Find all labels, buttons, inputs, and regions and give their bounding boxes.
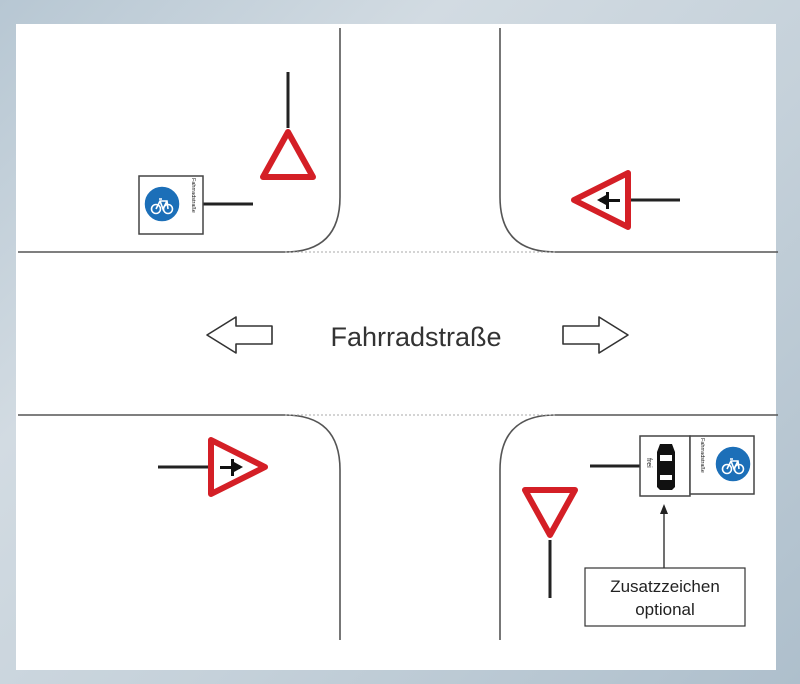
- car-icon: [657, 444, 675, 490]
- bicycle-road-sign-text: Fahrradstraße: [699, 438, 705, 473]
- yield-sign-icon: [260, 129, 316, 180]
- corner-bottom-left: [18, 414, 341, 640]
- road-edges: [18, 28, 778, 640]
- bicycle-road-sign: Fahrradstraße: [138, 175, 204, 235]
- callout-box: Zusatzzeichen optional: [584, 567, 746, 627]
- corner-top-left: [18, 28, 341, 253]
- priority-road-symbol-icon: [220, 459, 243, 476]
- bicycle-icon: [721, 458, 745, 475]
- bottom-right-signs: frei Fahrradstraße Zusatzzeichen optiona…: [522, 435, 755, 627]
- callout-arrow-icon: [660, 504, 668, 514]
- corner-bottom-right: [499, 414, 778, 640]
- yield-sign-icon: [522, 487, 578, 538]
- bicycle-icon: [150, 198, 174, 215]
- top-left-signs: Fahrradstraße: [138, 72, 316, 235]
- corner-top-right: [499, 28, 778, 253]
- priority-road-symbol-icon: [597, 192, 620, 209]
- top-right-signs: [571, 170, 680, 230]
- arrow-right-icon: [562, 316, 629, 354]
- callout-line2: optional: [635, 600, 695, 619]
- street-label: Fahrradstraße: [330, 322, 501, 352]
- bicycle-road-sign-text: Fahrradstraße: [190, 178, 196, 213]
- supplementary-sign-car-frei: frei: [639, 435, 691, 497]
- bottom-left-signs: [158, 437, 268, 497]
- supplementary-sign-text: frei: [645, 458, 652, 468]
- crossing-dotted-lines: [285, 251, 555, 416]
- callout-line1: Zusatzzeichen: [610, 577, 720, 596]
- diagram-panel: [16, 24, 776, 670]
- bicycle-road-sign: Fahrradstraße: [689, 435, 755, 495]
- arrow-left-icon: [206, 316, 273, 354]
